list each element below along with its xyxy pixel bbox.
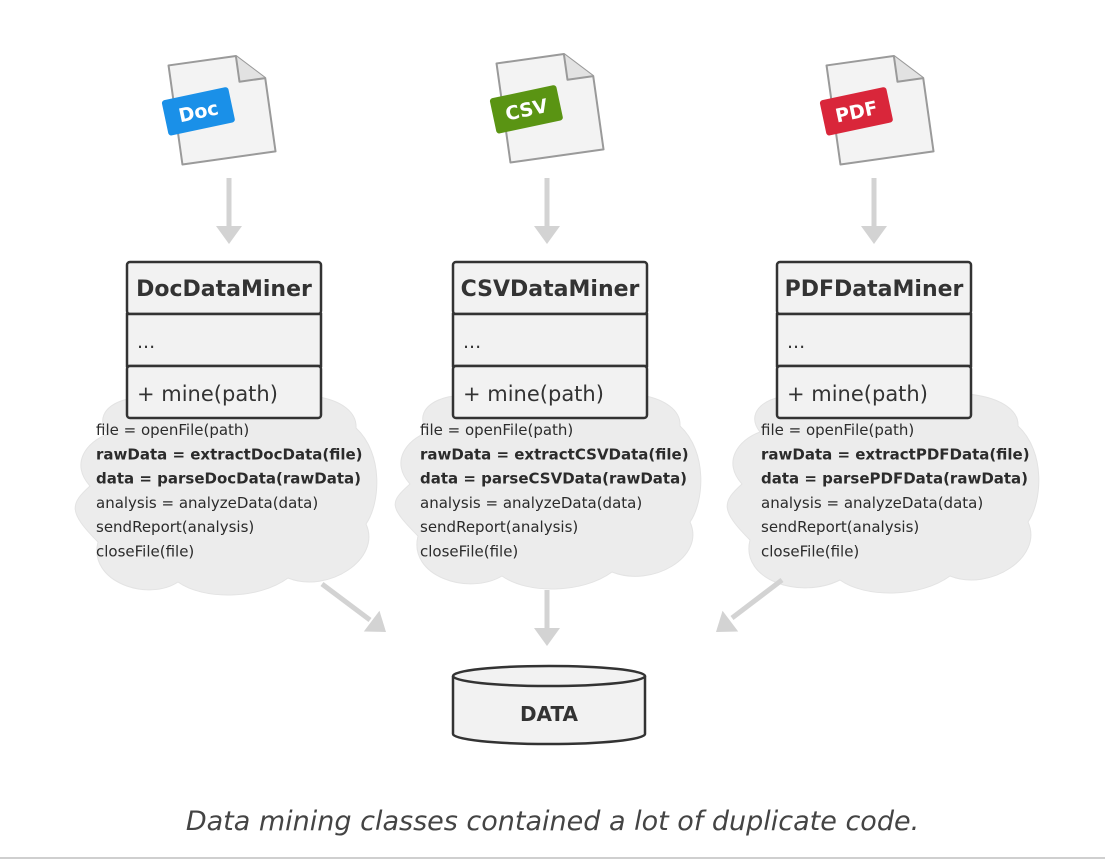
csv-file-icon: CSV — [489, 52, 605, 164]
class-box: CSVDataMiner... + mine(path) — [451, 260, 649, 420]
code-line: file = openFile(path) — [761, 421, 914, 439]
code-line: data = parseCSVData(rawData) — [420, 470, 687, 488]
class-method: + mine(path) — [463, 382, 604, 406]
class-method: + mine(path) — [137, 382, 278, 406]
code-line: analysis = analyzeData(data) — [96, 494, 318, 512]
code-line: closeFile(file) — [96, 543, 194, 561]
diagonal-arrow-head — [716, 610, 739, 632]
class-fields-section — [775, 312, 973, 368]
code-line: sendReport(analysis) — [96, 518, 254, 536]
code-line: sendReport(analysis) — [420, 518, 578, 536]
diagram: Doc file = openFile(path) rawData = extrac… — [74, 52, 1040, 746]
code-line: sendReport(analysis) — [761, 518, 919, 536]
code-line: data = parseDocData(rawData) — [96, 470, 361, 488]
class-name: CSVDataMiner — [461, 277, 640, 302]
miner-column: PDF file = openFile(path) rawData = extrac… — [726, 54, 1040, 594]
code-line: rawData = extractCSVData(file) — [420, 445, 689, 463]
code-line: file = openFile(path) — [96, 421, 249, 439]
pdf-file-icon: PDF — [819, 54, 935, 166]
code-line: rawData = extractPDFData(file) — [761, 445, 1030, 463]
code-line: rawData = extractDocData(file) — [96, 445, 363, 463]
figure-caption: Data mining classes contained a lot of d… — [185, 806, 920, 837]
miner-column: CSV file = openFile(path) rawData = extrac… — [394, 52, 702, 590]
database-icon: DATA — [451, 664, 647, 746]
class-box: PDFDataMiner... + mine(path) — [775, 260, 973, 420]
class-name: PDFDataMiner — [785, 277, 964, 302]
doc-file-icon: Doc — [161, 54, 277, 166]
code-line: closeFile(file) — [420, 543, 518, 561]
code-line: analysis = analyzeData(data) — [761, 494, 983, 512]
bottom-divider — [0, 857, 1105, 859]
database-label: DATA — [520, 702, 579, 726]
class-method: + mine(path) — [787, 382, 928, 406]
arrows-to-data — [320, 578, 784, 646]
class-methods-section — [775, 364, 973, 420]
down-arrow-head — [534, 628, 560, 646]
diagonal-arrow-head — [363, 610, 386, 632]
class-name: DocDataMiner — [136, 277, 312, 302]
class-fields-section — [125, 312, 323, 368]
code-line: data = parsePDFData(rawData) — [761, 470, 1028, 488]
code-line: closeFile(file) — [761, 543, 859, 561]
class-fields-section — [451, 312, 649, 368]
class-fields: ... — [787, 331, 805, 353]
file-badge: Doc — [161, 87, 235, 136]
class-methods-section — [125, 364, 323, 420]
class-methods-section — [451, 364, 649, 420]
diagonal-arrow-line — [320, 582, 372, 622]
code-line: file = openFile(path) — [420, 421, 573, 439]
code-line: analysis = analyzeData(data) — [420, 494, 642, 512]
miner-column: Doc file = openFile(path) rawData = extrac… — [74, 54, 378, 596]
down-arrow-head — [861, 226, 887, 244]
down-arrow-head — [534, 226, 560, 244]
file-badge: PDF — [819, 87, 893, 136]
class-box: DocDataMiner... + mine(path) — [125, 260, 323, 420]
file-badge: CSV — [489, 85, 563, 134]
diagonal-arrow-line — [730, 578, 784, 620]
down-arrow-head — [216, 226, 242, 244]
class-fields: ... — [463, 331, 481, 353]
class-fields: ... — [137, 331, 155, 353]
